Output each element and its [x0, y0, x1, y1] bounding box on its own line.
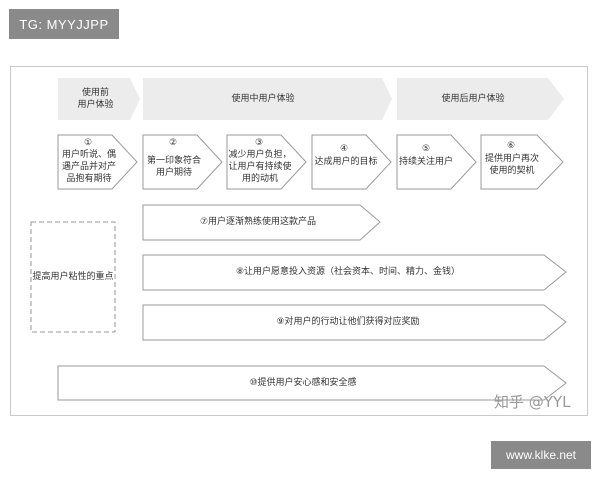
step-5-arrow [396, 134, 477, 190]
phase-after-label: 使用后用户体验 [441, 94, 505, 104]
step-5-number: ⑤ [421, 144, 431, 154]
diagram-frame [10, 66, 588, 416]
step-1-arrow [57, 134, 138, 190]
step-1-number: ① [83, 138, 93, 148]
band-10-arrow [57, 365, 567, 401]
step-2-arrow [142, 134, 223, 190]
step-6-arrow [480, 134, 564, 190]
step-3-text: 减少用户负担， 让用户有持续使 用的动机 [228, 150, 292, 184]
band-9-arrow [142, 304, 567, 341]
tag-badge: TG: MYYJJPP [9, 9, 119, 39]
step-6-number: ⑥ [506, 141, 516, 151]
step-2-number: ② [168, 138, 178, 148]
step-3-number: ③ [254, 138, 264, 148]
phase-after-arrow [397, 78, 564, 120]
phase-during-label: 使用中用户体验 [231, 94, 295, 104]
band-10-label: ⑩提供用户安心感和安全感 [249, 378, 357, 388]
step-5-text: 持续关注用户 [398, 157, 453, 167]
step-3-arrow [226, 134, 307, 190]
watermark: 知乎 @YYL [494, 393, 571, 411]
phase-before-arrow [58, 78, 140, 120]
step-2-text: 第一印象符合 用户期待 [146, 156, 201, 178]
step-4-number: ④ [339, 144, 349, 154]
step-4-text: 达成用户的目标 [314, 157, 378, 167]
band-7-arrow [142, 204, 381, 241]
band-8-label: ⑧让用户愿意投入资源（社会资本、时间、精力、金钱） [235, 267, 461, 277]
focus-box-label: 提高用户粘性的重点 [32, 272, 114, 282]
band-8-arrow [142, 254, 567, 291]
step-4-arrow [311, 134, 392, 190]
step-1-text: 用户听说、偶 遇产品并对产 品抱有期待 [61, 150, 116, 184]
step-6-text: 提供用户再次 使用的契机 [484, 154, 539, 176]
phase-before-label: 使用前 用户体验 [77, 88, 114, 110]
phase-during-arrow [143, 78, 392, 120]
focus-box [30, 221, 116, 333]
band-9-label: ⑨对用户的行动让他们获得对应奖励 [276, 317, 420, 327]
band-7-label: ⑦用户逐渐熟练使用这款产品 [199, 217, 317, 227]
footer-badge: www.klke.net [491, 441, 591, 469]
